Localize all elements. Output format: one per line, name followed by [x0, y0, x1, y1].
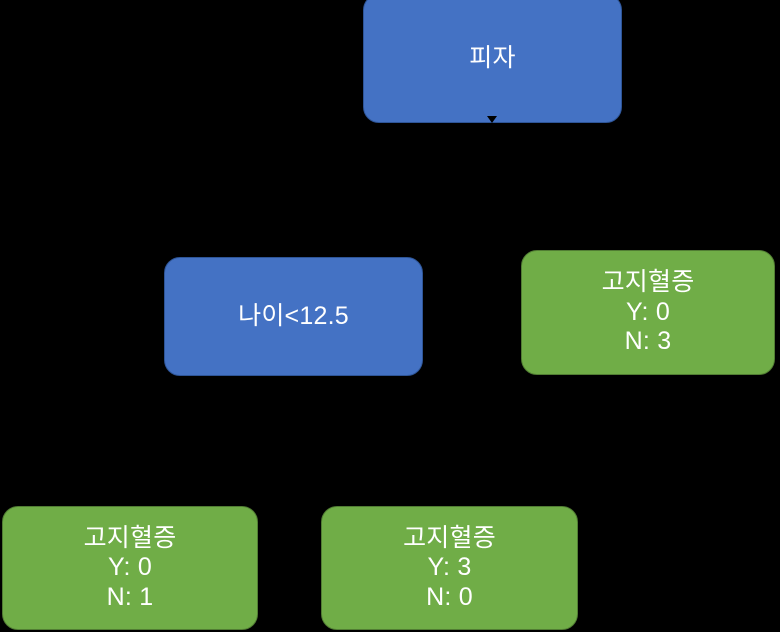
- node-root-connector-notch: [487, 116, 497, 123]
- edge-root-to-age: [292, 123, 493, 257]
- edge-root-to-leaf-right: [491, 123, 649, 250]
- node-root-title: 피자: [469, 43, 516, 72]
- node-root[interactable]: 피자: [363, 0, 622, 123]
- node-leaf-right-yes: Y: 0: [626, 297, 670, 326]
- node-leaf-right[interactable]: 고지혈증 Y: 0 N: 3: [521, 250, 775, 375]
- node-leaf-bottom-middle-yes: Y: 3: [427, 553, 472, 582]
- node-leaf-bottom-middle-title: 고지혈증: [403, 523, 496, 552]
- node-leaf-right-title: 고지혈증: [601, 268, 695, 297]
- node-leaf-bottom-middle[interactable]: 고지혈증 Y: 3 N: 0: [321, 506, 578, 630]
- node-leaf-bottom-left-no: N: 1: [106, 582, 154, 611]
- edge-age-to-leaf-bottom-left: [129, 376, 294, 506]
- node-leaf-bottom-left-yes: Y: 0: [108, 553, 152, 582]
- node-age-title: 나이<12.5: [238, 301, 349, 330]
- node-leaf-bottom-left[interactable]: 고지혈증 Y: 0 N: 1: [2, 506, 258, 630]
- node-leaf-bottom-left-title: 고지혈증: [83, 523, 177, 552]
- node-leaf-bottom-middle-no: N: 0: [426, 582, 473, 611]
- edge-age-to-leaf-bottom-middle: [292, 376, 450, 506]
- node-leaf-right-no: N: 3: [624, 327, 672, 356]
- node-age[interactable]: 나이<12.5: [164, 257, 423, 376]
